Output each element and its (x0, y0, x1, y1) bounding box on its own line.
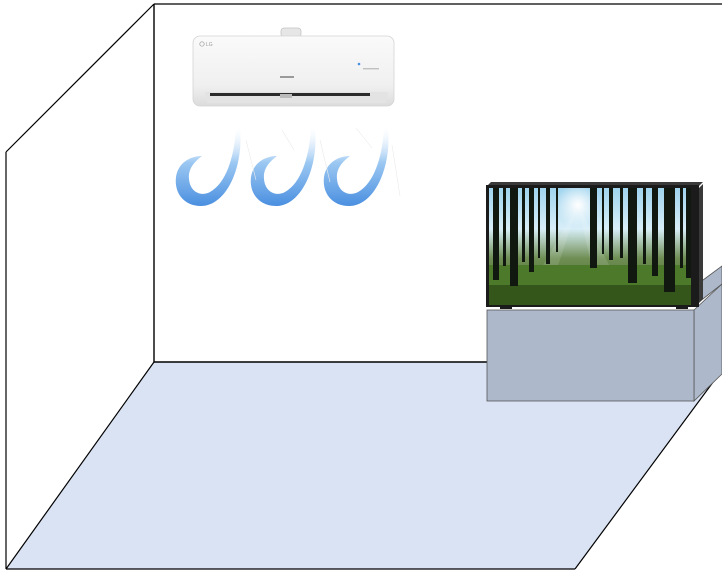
left-floor-edge (5, 361, 155, 570)
wind-swirl-icon (175, 127, 241, 206)
air-conditioner-icon: LG (192, 27, 395, 107)
airflow (175, 127, 401, 206)
left-wall-top-edge (5, 3, 155, 153)
cabinet-icon (486, 265, 722, 402)
tv-stand-front (486, 309, 695, 402)
right-floor-edge (574, 369, 722, 570)
floor (6, 362, 722, 569)
forest-scene-image (489, 188, 691, 305)
tv-icon (486, 182, 703, 309)
wind-swirl-icon (250, 127, 316, 206)
left-wall (6, 4, 154, 569)
ac-brand-logo: LG (206, 42, 213, 48)
wind-swirl-icon (323, 127, 389, 206)
